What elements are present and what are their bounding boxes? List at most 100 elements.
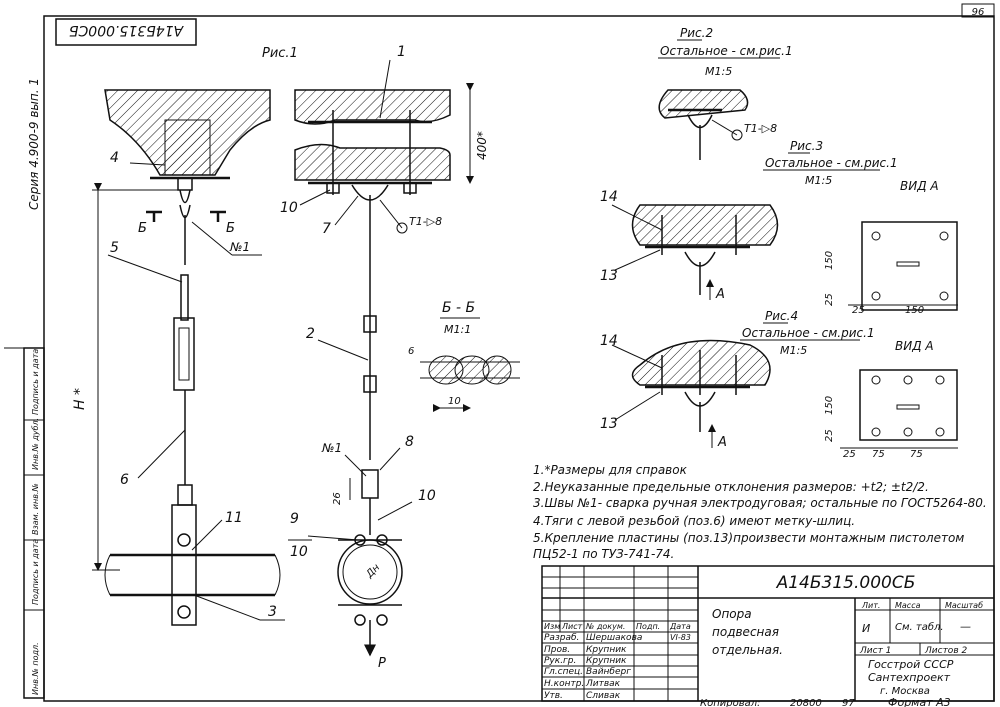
role-utv: Утв. [544,691,563,701]
dim-400: 400* [475,131,489,160]
dim-25d: 25 [843,449,856,460]
notes-block: 1.*Размеры для справок 2.Неуказанные пре… [533,463,987,561]
dim-6: 6 [408,346,414,357]
fig2: Рис.2 Остальное - см.рис.1 М1:5 Т1-▷8 [658,26,793,160]
fig2-sub: Остальное - см.рис.1 [660,44,793,58]
note-4: 4.Тяги с левой резьбой (поз.6) имеют мет… [533,514,855,528]
strip-sign-date-2: Подпись и дата [31,349,40,415]
name-razrab: Шершакова [586,633,642,643]
section-mark-b-left: Б [138,221,147,236]
date-razrab: VI-83 [670,633,691,642]
rotated-stamp-box [55,18,197,46]
fig2-scale: М1:5 [705,65,732,78]
mass-value: См. табл. [895,621,944,633]
dim-26: 26 [332,492,343,505]
section-bb: Б - Б М1:1 6 10 [408,300,520,412]
name-utv: Сливак [586,691,621,701]
section-bb-title: Б - Б [442,300,475,316]
section-mark-b-right: Б [226,221,235,236]
section-bb-scale: М1:1 [444,323,471,336]
dim-dn: Дн [364,562,383,581]
view-a-1: ВИД А [900,179,939,193]
fig4-sub: Остальное - см.рис.1 [742,326,875,340]
fig2-label: Рис.2 [680,26,713,40]
callout-8: 8 [405,434,414,450]
fig3-label: Рис.3 [790,139,823,153]
callout-4: 4 [110,150,119,166]
callout-1: 1 [397,44,406,60]
arrow-a-fig4: А [717,435,727,450]
callout-11: 10 [418,488,436,504]
dim-150c: 150 [824,396,835,415]
dim-150a: 150 [824,251,835,270]
org-line-2: Сантехпроект [868,671,951,684]
arrow-a-fig3: А [715,287,725,302]
fig3: Рис.3 Остальное - см.рис.1 М1:5 ВИД А А … [600,139,958,316]
role-prov: Пров. [544,645,570,655]
fig1-right-callouts: 1 10 7 2 8 10 9 10 [280,44,436,560]
footer-order: 20800 [790,698,822,707]
strip-vzam: Взам. инв.№ [31,483,40,535]
height-dimension: Н * [72,388,88,410]
title-line-1: Опора [712,607,752,621]
lit-value: И [862,622,870,635]
left-strip [23,347,45,699]
callout-10b: 10 [290,544,308,560]
callout-3: 3 [268,604,277,620]
fig3-sub: Остальное - см.рис.1 [765,156,898,170]
strip-sign-date-1: Подпись и дата [31,539,40,605]
callout-9: 9 [290,511,299,527]
title-doc-code: А14Б315.000СБ [776,573,916,593]
scale-value: — [960,620,971,633]
fig1-left-view: Б Б Н * №1 [72,89,281,626]
org-line-1: Госстрой СССР [868,658,954,671]
page-number-box [961,3,995,18]
strip-inv-dubl: Инв.№ дубл. [31,418,40,470]
role-glspec: Гл.спец. [544,667,583,677]
fig3-scale: М1:5 [805,174,832,187]
page-number: 96 [972,7,985,18]
name-glspec: Вайнберг [586,667,631,677]
note-3: 3.Швы №1- сварка ручная электродуговая; … [533,496,987,510]
weld-no1-right: №1 [321,441,342,455]
force-p: Р [378,656,386,671]
sheets-label: Листов 2 [924,646,967,656]
callout-14a: 14 [600,189,618,205]
dim-75b: 75 [910,449,923,460]
name-ruk: Крупник [586,656,627,666]
col-podp: Подп. [636,622,660,631]
fig4-label: Рис.4 [765,309,798,323]
fig4: Рис.4 Остальное - см.рис.1 М1:5 ВИД А А … [600,309,958,460]
callout-5: 5 [110,240,119,256]
dim-25a: 25 [824,293,835,306]
dim-25b: 25 [852,305,865,316]
col-izm: Изм [544,622,560,631]
title-line-2: подвесная [712,625,779,639]
weld-t1-fig2: Т1-▷8 [744,122,777,135]
mass-label: Масса [895,601,921,610]
footer-copied: Копировал: [700,698,761,707]
callout-10a: 10 [280,200,298,216]
callout-2: 2 [306,326,315,342]
weld-no1-left: №1 [229,240,250,254]
scale-label: Масштаб [945,601,983,610]
role-nkontr: Н.контр. [544,679,584,689]
role-ruk: Рук.гр. [544,656,576,666]
note-5: 5.Крепление пластины (поз.13)произвести … [533,531,964,545]
callout-6: 6 [120,472,129,488]
col-list: Лист [561,622,583,631]
callout-13b: 13 [600,416,618,432]
callout-7: 7 [322,221,331,237]
title-line-3: отдельная. [712,643,783,657]
series-label: Серия 4.900-9 вып. 1 [27,78,41,210]
strip-inv-podl: Инв.№ подл. [31,642,40,695]
dim-150b: 150 [905,305,924,316]
dim-10: 10 [448,396,461,407]
dim-25c: 25 [824,429,835,442]
note-1: 1.*Размеры для справок [533,463,688,477]
org-line-3: г. Москва [880,686,930,697]
fig1-right-view: 400* Т1-▷8 Р Дн 26 №1 [294,83,489,671]
footer-year: 97 [842,698,855,707]
